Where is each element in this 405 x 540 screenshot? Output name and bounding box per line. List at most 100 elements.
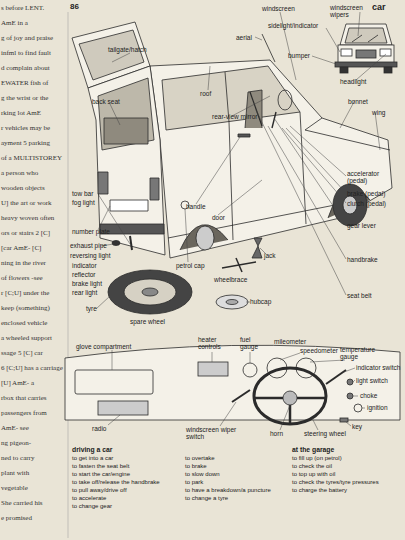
margin-text: g of joy and praise bbox=[1, 34, 53, 42]
part-label: gear lever bbox=[347, 222, 376, 229]
hubcap-centre bbox=[226, 300, 238, 305]
margin-text: ng pigeon- bbox=[1, 439, 31, 447]
leader-line bbox=[312, 418, 318, 430]
margin-text: vegetable bbox=[1, 484, 28, 492]
tools bbox=[108, 238, 262, 314]
front-windscreen bbox=[345, 28, 387, 43]
part-label: wheelbrace bbox=[214, 276, 247, 283]
leader-lines bbox=[96, 12, 386, 430]
part-label: windscreen wiper switch bbox=[186, 426, 242, 441]
radio bbox=[98, 401, 148, 415]
side-window bbox=[162, 66, 300, 130]
margin-text: d complain about bbox=[1, 64, 50, 72]
phrase-text: to overtake bbox=[185, 455, 215, 462]
leader-line bbox=[220, 402, 236, 426]
margin-text: keep (something) bbox=[1, 304, 50, 312]
phrase-text: to have a breakdown/a puncture bbox=[185, 487, 271, 494]
leader-line bbox=[185, 209, 188, 262]
margin-text: ning in the river bbox=[1, 259, 46, 267]
margin-text: a person who bbox=[1, 169, 38, 177]
rear-light bbox=[150, 178, 159, 200]
hubcap bbox=[216, 295, 248, 309]
margin-text: AmE- see bbox=[1, 424, 29, 432]
part-label: fuel gauge bbox=[240, 336, 264, 351]
section-heading: driving a car bbox=[72, 446, 112, 454]
phrase-text: to change gear bbox=[72, 503, 112, 510]
leader-line bbox=[110, 104, 120, 125]
leader-line bbox=[358, 12, 360, 36]
front-view-car bbox=[335, 24, 397, 73]
phrase-text: to park bbox=[185, 479, 203, 486]
glove-compartment bbox=[75, 370, 153, 394]
leader-line bbox=[108, 415, 120, 425]
margin-text: AmE in a bbox=[1, 19, 28, 27]
leader-line bbox=[98, 206, 110, 230]
part-label: windscreen bbox=[262, 5, 295, 12]
margin-text: U] the art or work bbox=[1, 199, 52, 207]
part-label: tyre bbox=[86, 305, 97, 312]
page-number: 86 bbox=[70, 2, 79, 11]
leader-line bbox=[218, 180, 262, 215]
part-label: temperature gauge bbox=[340, 346, 382, 361]
leader-line bbox=[196, 137, 240, 204]
margin-text: of a MULTISTOREY bbox=[1, 154, 62, 162]
part-label: bonnet bbox=[348, 98, 368, 105]
part-label: key bbox=[352, 423, 362, 430]
part-label: mileometer bbox=[274, 338, 306, 345]
phrase-text: to fasten the seat belt bbox=[72, 463, 129, 470]
margin-text: plant with bbox=[1, 469, 29, 477]
choke bbox=[347, 393, 353, 399]
margin-text: ned to carry bbox=[1, 454, 34, 462]
dashboard-outline bbox=[65, 345, 400, 420]
leader-line bbox=[208, 66, 210, 90]
margin-text: infml to find fault bbox=[1, 49, 51, 57]
part-label: radio bbox=[92, 425, 106, 432]
jack bbox=[252, 238, 262, 258]
phrase-text: to accelerate bbox=[72, 495, 106, 502]
margin-text: heavy woven often bbox=[1, 214, 54, 222]
margin-text: a wheeled support bbox=[1, 334, 52, 342]
fuel-gauge bbox=[243, 363, 257, 377]
wing-line bbox=[305, 130, 390, 150]
part-label: back seat bbox=[92, 98, 120, 105]
leader-line bbox=[256, 110, 346, 295]
part-label: choke bbox=[360, 392, 377, 399]
phrase-text: to change a tyre bbox=[185, 495, 228, 502]
front-roof bbox=[340, 24, 392, 45]
leader-line bbox=[344, 368, 355, 372]
spoke bbox=[254, 397, 283, 400]
leader-line bbox=[353, 396, 358, 397]
page-heading: car bbox=[372, 2, 386, 12]
wheelbrace bbox=[236, 258, 242, 272]
margin-text: 6 [C;U] has a carriage bbox=[1, 364, 63, 372]
part-label: brake (pedal) bbox=[347, 190, 385, 197]
heater-controls bbox=[198, 362, 228, 376]
phrase-text: to start the car/engine bbox=[72, 471, 130, 478]
leader-line bbox=[255, 37, 262, 40]
leader-line bbox=[346, 422, 351, 426]
interior-steering-wheel bbox=[278, 90, 292, 110]
leader-line bbox=[280, 353, 300, 360]
part-label: horn bbox=[270, 430, 283, 437]
leader-line bbox=[98, 194, 130, 244]
part-label: tailgate/hatch bbox=[108, 46, 147, 53]
number-plate bbox=[110, 200, 148, 211]
door-handle bbox=[238, 134, 250, 137]
margin-text: [U] AmE- a bbox=[1, 379, 34, 387]
leader-line bbox=[326, 28, 340, 52]
column-rule bbox=[68, 12, 69, 538]
hub bbox=[196, 226, 214, 250]
part-label: jack bbox=[264, 252, 276, 259]
indicator-switch bbox=[326, 370, 346, 384]
part-label: handbrake bbox=[347, 256, 378, 263]
phrase-text: to top up with oil bbox=[292, 471, 335, 478]
horn bbox=[283, 391, 297, 405]
part-label: exhaust pipe bbox=[70, 242, 107, 249]
part-label: windscreen wipers bbox=[330, 4, 370, 19]
back-seat bbox=[104, 118, 148, 144]
part-label: indicator switch bbox=[356, 364, 400, 371]
leader-line bbox=[268, 126, 346, 259]
door-line bbox=[300, 112, 306, 224]
leader-line bbox=[356, 54, 386, 80]
